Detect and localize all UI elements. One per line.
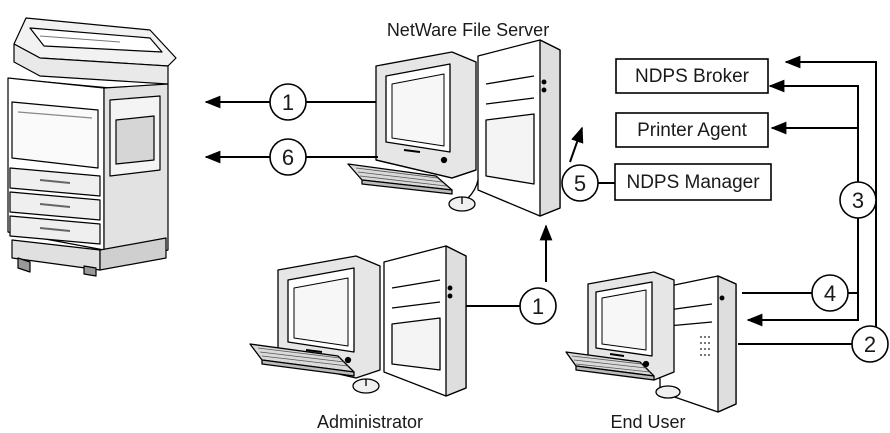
- arrow-step5-to-server: [569, 126, 584, 163]
- step-2: 2: [851, 325, 889, 363]
- server-caption: NetWare File Server: [387, 20, 549, 40]
- printer-agent-label: Printer Agent: [637, 120, 748, 141]
- svg-text:2: 2: [864, 332, 876, 357]
- copier-icon: [7, 17, 177, 277]
- admin-caption: Administrator: [317, 412, 423, 432]
- svg-text:1: 1: [282, 90, 294, 115]
- step-4: 4: [811, 274, 849, 312]
- svg-text:1: 1: [532, 294, 544, 319]
- step-5: 5: [561, 164, 599, 202]
- arrow-step3-to-enduser: [748, 86, 859, 320]
- server-computer-icon: [347, 39, 561, 217]
- step-1-top: 1: [269, 83, 307, 121]
- arrow-step2-to-broker: [738, 62, 877, 345]
- svg-text:3: 3: [852, 188, 864, 213]
- connector-lines: [204, 62, 877, 345]
- enduser-computer-icon: [565, 271, 737, 413]
- svg-text:4: 4: [824, 281, 836, 306]
- svg-text:6: 6: [282, 145, 294, 170]
- step-circles: 1 6 5 1 3 4 2: [269, 83, 889, 363]
- step-6: 6: [269, 138, 307, 176]
- printer-agent-box: Printer Agent: [615, 112, 769, 148]
- step-1-admin: 1: [519, 287, 557, 325]
- enduser-caption: End User: [610, 412, 685, 432]
- ndps-broker-box: NDPS Broker: [615, 58, 769, 94]
- arrow-step4-to-agent: [742, 128, 859, 294]
- admin-computer-icon: [249, 245, 467, 397]
- ndps-manager-label: NDPS Manager: [626, 172, 760, 193]
- ndps-broker-label: NDPS Broker: [635, 66, 750, 87]
- step-3: 3: [839, 181, 877, 219]
- ndps-manager-box: NDPS Manager: [614, 163, 772, 201]
- svg-text:5: 5: [574, 171, 586, 196]
